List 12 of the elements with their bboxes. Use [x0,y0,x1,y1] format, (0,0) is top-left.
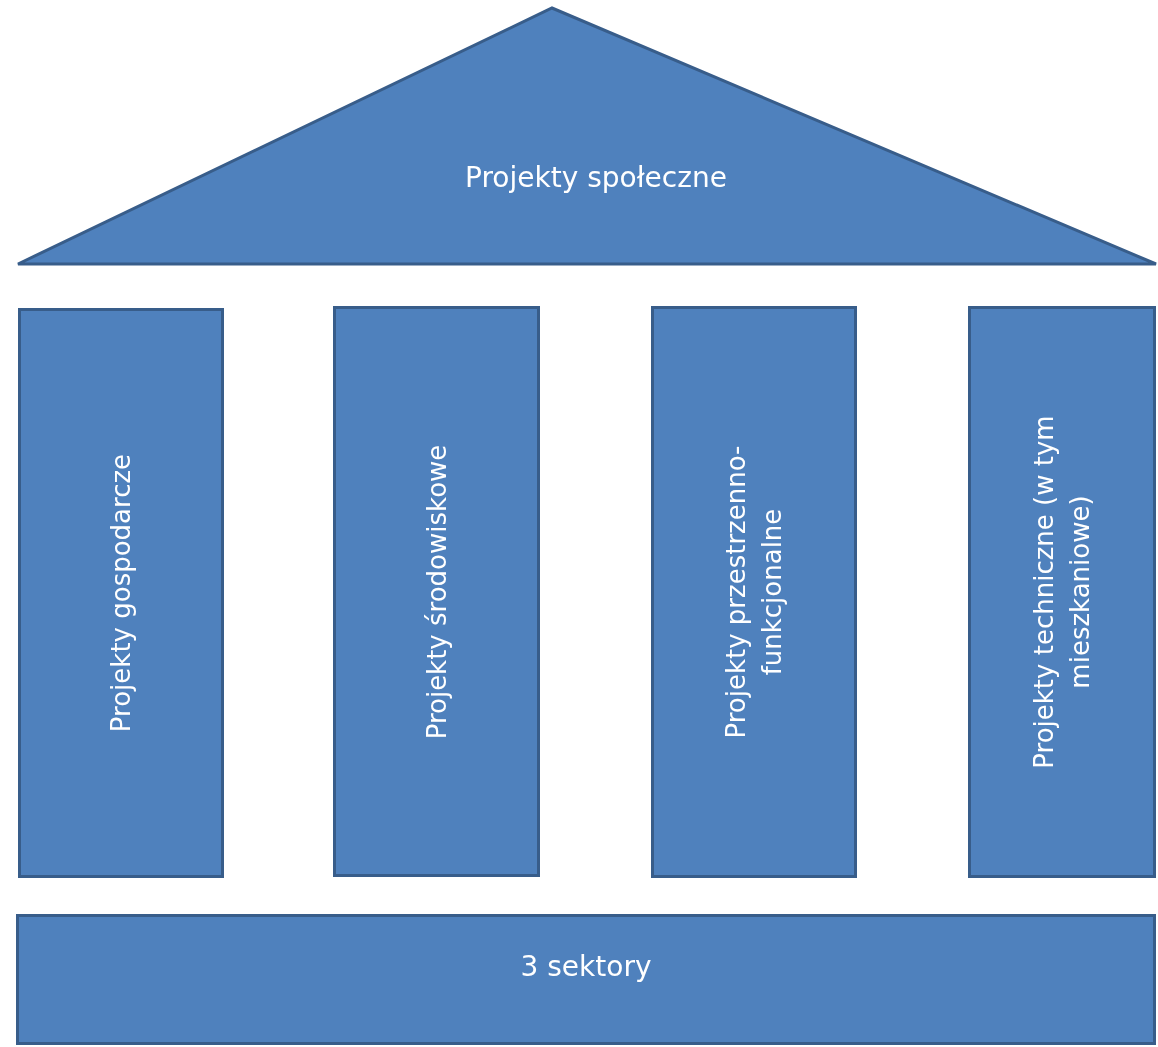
pillar-box [18,308,224,878]
pillar-label: Projekty techniczne (w tym mieszkaniowe) [1027,414,1096,771]
roof-triangle [16,6,1158,268]
pillar-box [968,306,1156,878]
pillar-box [651,306,857,878]
pillar-box [333,306,540,877]
base-box [16,914,1156,1045]
base-label: 3 sektory [519,949,653,985]
pillar-label: Projekty gospodarcze [104,452,137,735]
roof-label: Projekty społeczne [464,160,728,196]
pillar-label: Projekty przestrzenno-funkcjonalne [719,444,788,741]
pillar-label: Projekty środowiskowe [420,443,453,741]
